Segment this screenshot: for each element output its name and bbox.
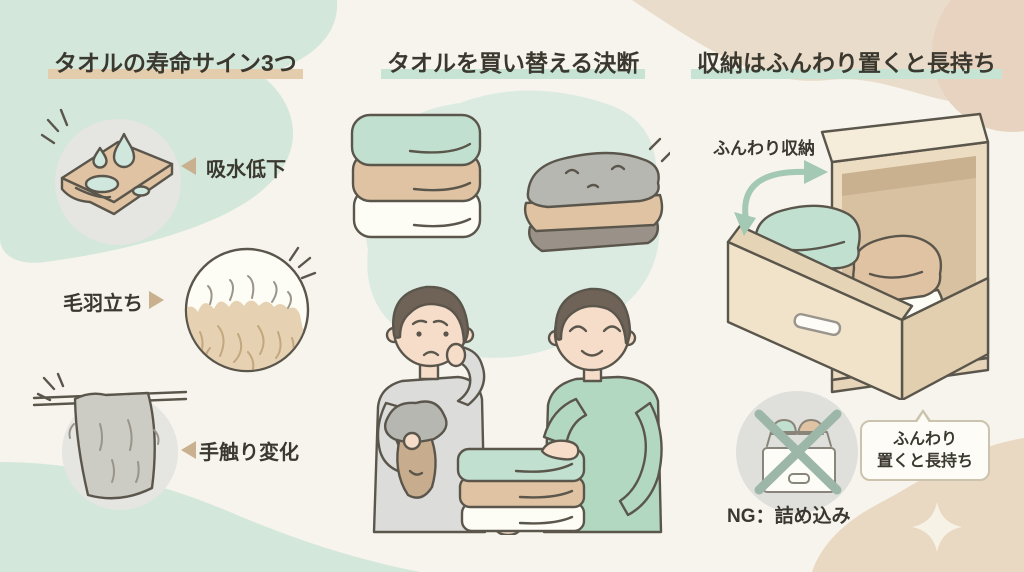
fuzzy-fibers-icon	[184, 246, 317, 373]
ng-cramming-icon	[736, 391, 858, 513]
sign-label-absorption: 吸水低下	[206, 159, 286, 181]
open-drawer-illustration	[726, 112, 990, 400]
section-title-decision-text: タオルを買い替える決断	[387, 50, 640, 76]
section-title-storage-text: 収納はふんわり置くと長持ち	[697, 50, 996, 76]
section-title-lifespan-text: タオルの寿命サイン3つ	[54, 50, 297, 76]
section-title-lifespan: タオルの寿命サイン3つ	[48, 44, 303, 79]
sign-label-fuzzing: 毛羽立ち	[63, 293, 143, 315]
pointer-triangle-left	[181, 157, 196, 175]
hanging-worn-towel-icon	[32, 372, 188, 510]
pointer-triangle-right	[149, 291, 164, 309]
section-title-decision: タオルを買い替える決断	[381, 44, 646, 79]
sign-label-texture: 手触り変化	[199, 442, 299, 464]
curved-arrow-icon	[734, 160, 828, 236]
speech-bubble: ふんわり 置くと長持ち	[860, 408, 990, 482]
bubble-line2: 置くと長持ち	[876, 452, 973, 470]
worn-towel-stack-illustration	[523, 137, 670, 253]
drawer-handle	[793, 313, 842, 337]
bubble-line1: ふんわり	[892, 431, 957, 448]
fluffy-storage-label: ふんわり収納	[713, 139, 815, 158]
worried-man-illustration	[372, 285, 487, 534]
ng-label: NG：詰め込み	[727, 506, 851, 527]
section-title-storage: 収納はふんわり置くと長持ち	[691, 44, 1002, 79]
towel-water-drops-icon	[40, 108, 181, 245]
decision-illustration	[350, 90, 670, 535]
sparkle-icon	[912, 502, 962, 552]
beige-circle-top-right	[932, 0, 1024, 132]
pointer-triangle-left	[181, 441, 196, 459]
new-towel-stack-illustration	[350, 113, 482, 239]
drawer-towels	[754, 204, 945, 334]
emphasis-marks	[288, 246, 317, 280]
smiling-man-illustration	[456, 287, 663, 535]
emphasis-marks	[40, 108, 69, 145]
